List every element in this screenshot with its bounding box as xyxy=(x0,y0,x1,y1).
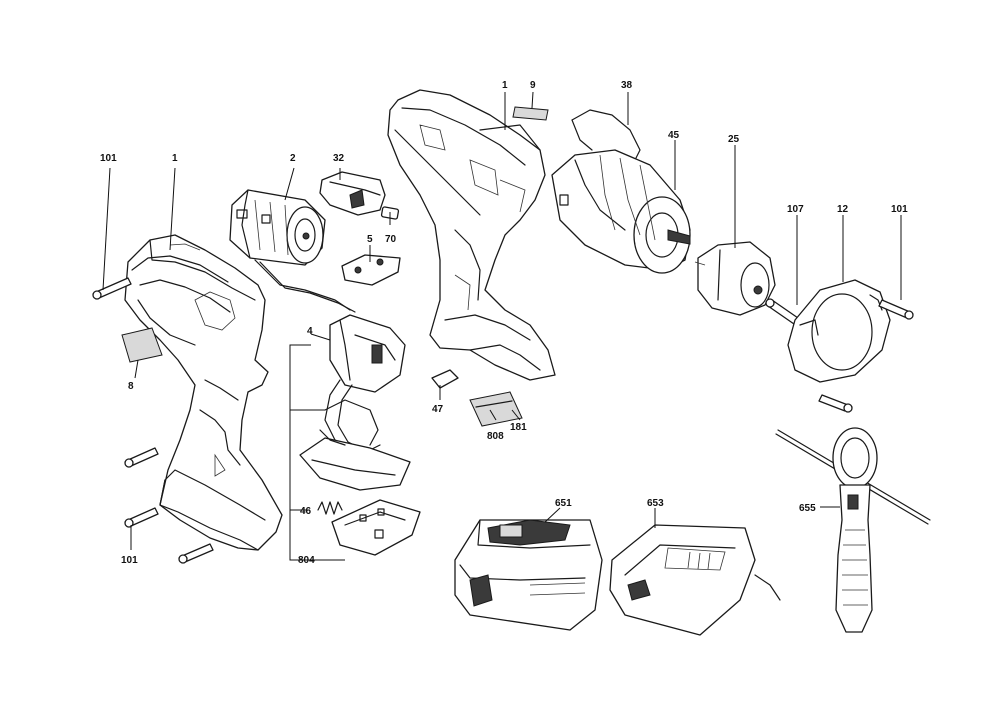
callout-38: 38 xyxy=(621,80,633,91)
callout-47: 47 xyxy=(432,404,444,415)
leader-lines xyxy=(102,91,902,561)
callout-101-bottom-left: 101 xyxy=(121,555,138,566)
callout-9: 9 xyxy=(530,80,536,91)
motor-2 xyxy=(229,189,356,313)
battery-plate-804 xyxy=(331,499,421,556)
chuck-25 xyxy=(694,241,776,316)
front-housing-12 xyxy=(787,279,891,383)
callout-8: 8 xyxy=(128,381,134,392)
callout-653: 653 xyxy=(647,498,664,509)
clip-47 xyxy=(431,369,459,389)
screw-107 xyxy=(765,298,799,325)
spring-46 xyxy=(317,501,343,515)
callout-181: 181 xyxy=(510,422,527,433)
screw-101-left-bottom xyxy=(178,543,214,564)
wire-clip-38 xyxy=(571,109,641,159)
screw-101-right-low xyxy=(818,394,853,413)
label-plate-9 xyxy=(512,106,549,121)
callout-46: 46 xyxy=(300,506,312,517)
callout-4: 4 xyxy=(307,326,313,337)
callout-70: 70 xyxy=(385,234,397,245)
callout-804: 804 xyxy=(298,555,315,566)
screw-101-right-top xyxy=(878,299,914,320)
screw-101-left-low xyxy=(124,507,159,528)
battery-651 xyxy=(454,519,603,631)
switch-module-4 xyxy=(299,314,411,491)
gearbox-45 xyxy=(551,149,691,274)
callout-101-top-left: 101 xyxy=(100,153,117,164)
switch-cap-32 xyxy=(319,171,386,216)
callout-45: 45 xyxy=(668,130,680,141)
callout-655: 655 xyxy=(799,503,816,514)
callout-25: 25 xyxy=(728,134,740,145)
label-plate-808-181 xyxy=(469,391,523,427)
callout-12: 12 xyxy=(837,204,849,215)
callout-101-right: 101 xyxy=(891,204,908,215)
charger-653 xyxy=(609,524,781,636)
callout-2: 2 xyxy=(290,153,296,164)
label-plate-8 xyxy=(121,327,163,363)
screw-101-left-mid xyxy=(124,447,159,468)
screw-101-left-top xyxy=(92,277,132,300)
side-handle-655 xyxy=(775,427,931,633)
switch-slider-5 xyxy=(341,254,401,286)
housing-half-left xyxy=(124,234,283,551)
callout-651: 651 xyxy=(555,498,572,509)
housing-half-right xyxy=(387,89,556,381)
callout-1-left: 1 xyxy=(172,153,178,164)
callout-107: 107 xyxy=(787,204,804,215)
callout-5: 5 xyxy=(367,234,373,245)
callout-labels: 101 1 2 32 5 70 1 9 38 45 25 107 12 101 … xyxy=(100,80,908,566)
callout-808: 808 xyxy=(487,431,504,442)
callout-1-right: 1 xyxy=(502,80,508,91)
callout-32: 32 xyxy=(333,153,345,164)
